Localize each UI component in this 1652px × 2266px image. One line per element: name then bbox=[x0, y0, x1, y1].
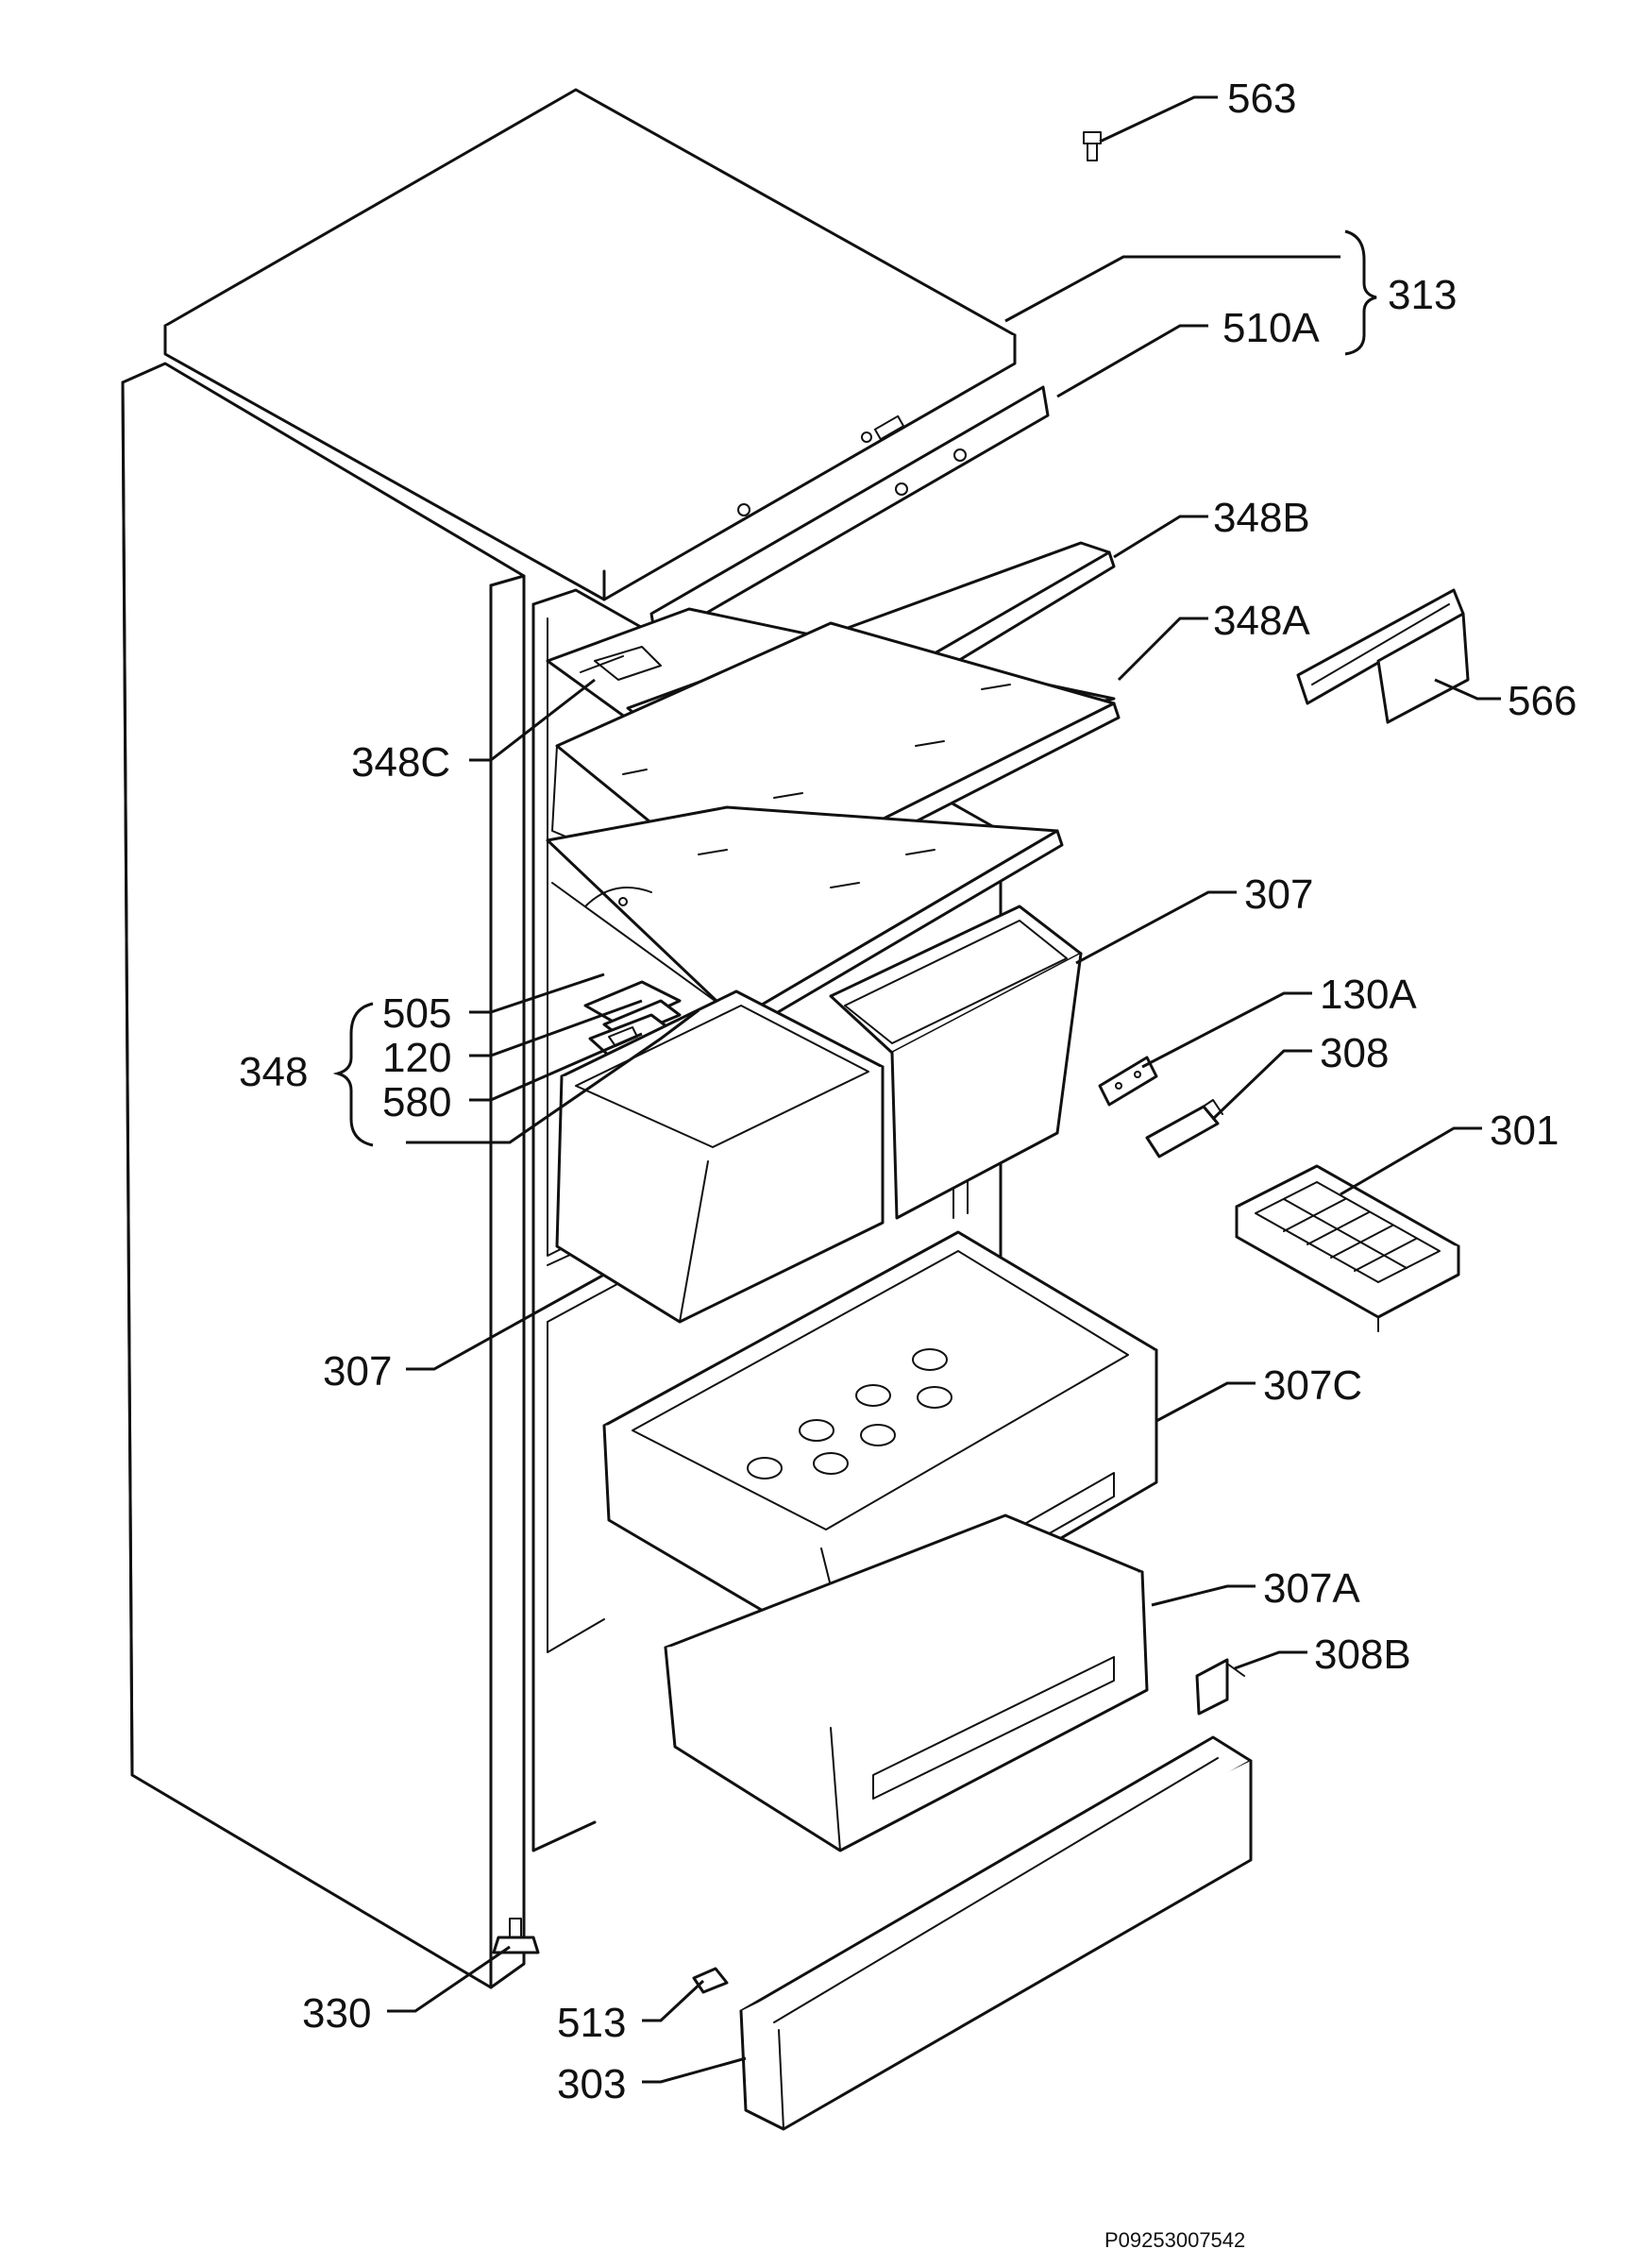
callout-563: 563 bbox=[1227, 76, 1296, 122]
callout-513: 513 bbox=[557, 2000, 626, 2046]
door-shelf-303 bbox=[739, 1735, 1253, 2131]
ice-tray-301 bbox=[1235, 1164, 1460, 1332]
callout-120: 120 bbox=[382, 1035, 451, 1081]
callout-307-left: 307 bbox=[323, 1348, 392, 1395]
callout-labels: 563 313 510A 348B 348A 566 348C 307 505 … bbox=[239, 76, 1576, 2252]
hinge-308b bbox=[1195, 1658, 1245, 1716]
hinge-308 bbox=[1145, 1099, 1223, 1158]
glass-shelf-348 bbox=[546, 805, 1064, 1036]
callout-301: 301 bbox=[1490, 1108, 1559, 1154]
callout-307c: 307C bbox=[1263, 1362, 1362, 1409]
holder-566 bbox=[1296, 588, 1470, 724]
callout-505: 505 bbox=[382, 990, 451, 1037]
freezer-drawer-307-left bbox=[555, 989, 885, 1324]
callout-330: 330 bbox=[302, 1990, 371, 2037]
callout-348: 348 bbox=[239, 1049, 308, 1095]
catch-130a bbox=[1098, 1056, 1158, 1107]
callout-308b: 308B bbox=[1314, 1632, 1411, 1678]
screw-563 bbox=[1083, 131, 1102, 161]
callout-130a: 130A bbox=[1320, 972, 1417, 1018]
freezer-drawer-307-right bbox=[829, 905, 1083, 1220]
callout-307-top: 307 bbox=[1244, 871, 1313, 918]
clip-513 bbox=[692, 1967, 729, 1994]
freezer-basket-307c bbox=[602, 1230, 1158, 1664]
callout-313: 313 bbox=[1388, 272, 1457, 318]
reference-code: P09253007542 bbox=[1104, 2228, 1245, 2252]
callout-303: 303 bbox=[557, 2061, 626, 2107]
leader-lines bbox=[332, 95, 1501, 2084]
callout-348b: 348B bbox=[1213, 495, 1310, 541]
adjustable-foot-330 bbox=[492, 1918, 540, 1954]
worktop-313 bbox=[163, 88, 1017, 601]
callout-580: 580 bbox=[382, 1079, 451, 1125]
freezer-basket-307a bbox=[664, 1513, 1149, 1852]
callout-307a: 307A bbox=[1263, 1565, 1360, 1612]
callout-510a: 510A bbox=[1222, 305, 1320, 351]
callout-348a: 348A bbox=[1213, 598, 1310, 644]
callout-566: 566 bbox=[1508, 678, 1576, 724]
callout-308: 308 bbox=[1320, 1030, 1389, 1076]
callout-348c: 348C bbox=[351, 739, 450, 786]
